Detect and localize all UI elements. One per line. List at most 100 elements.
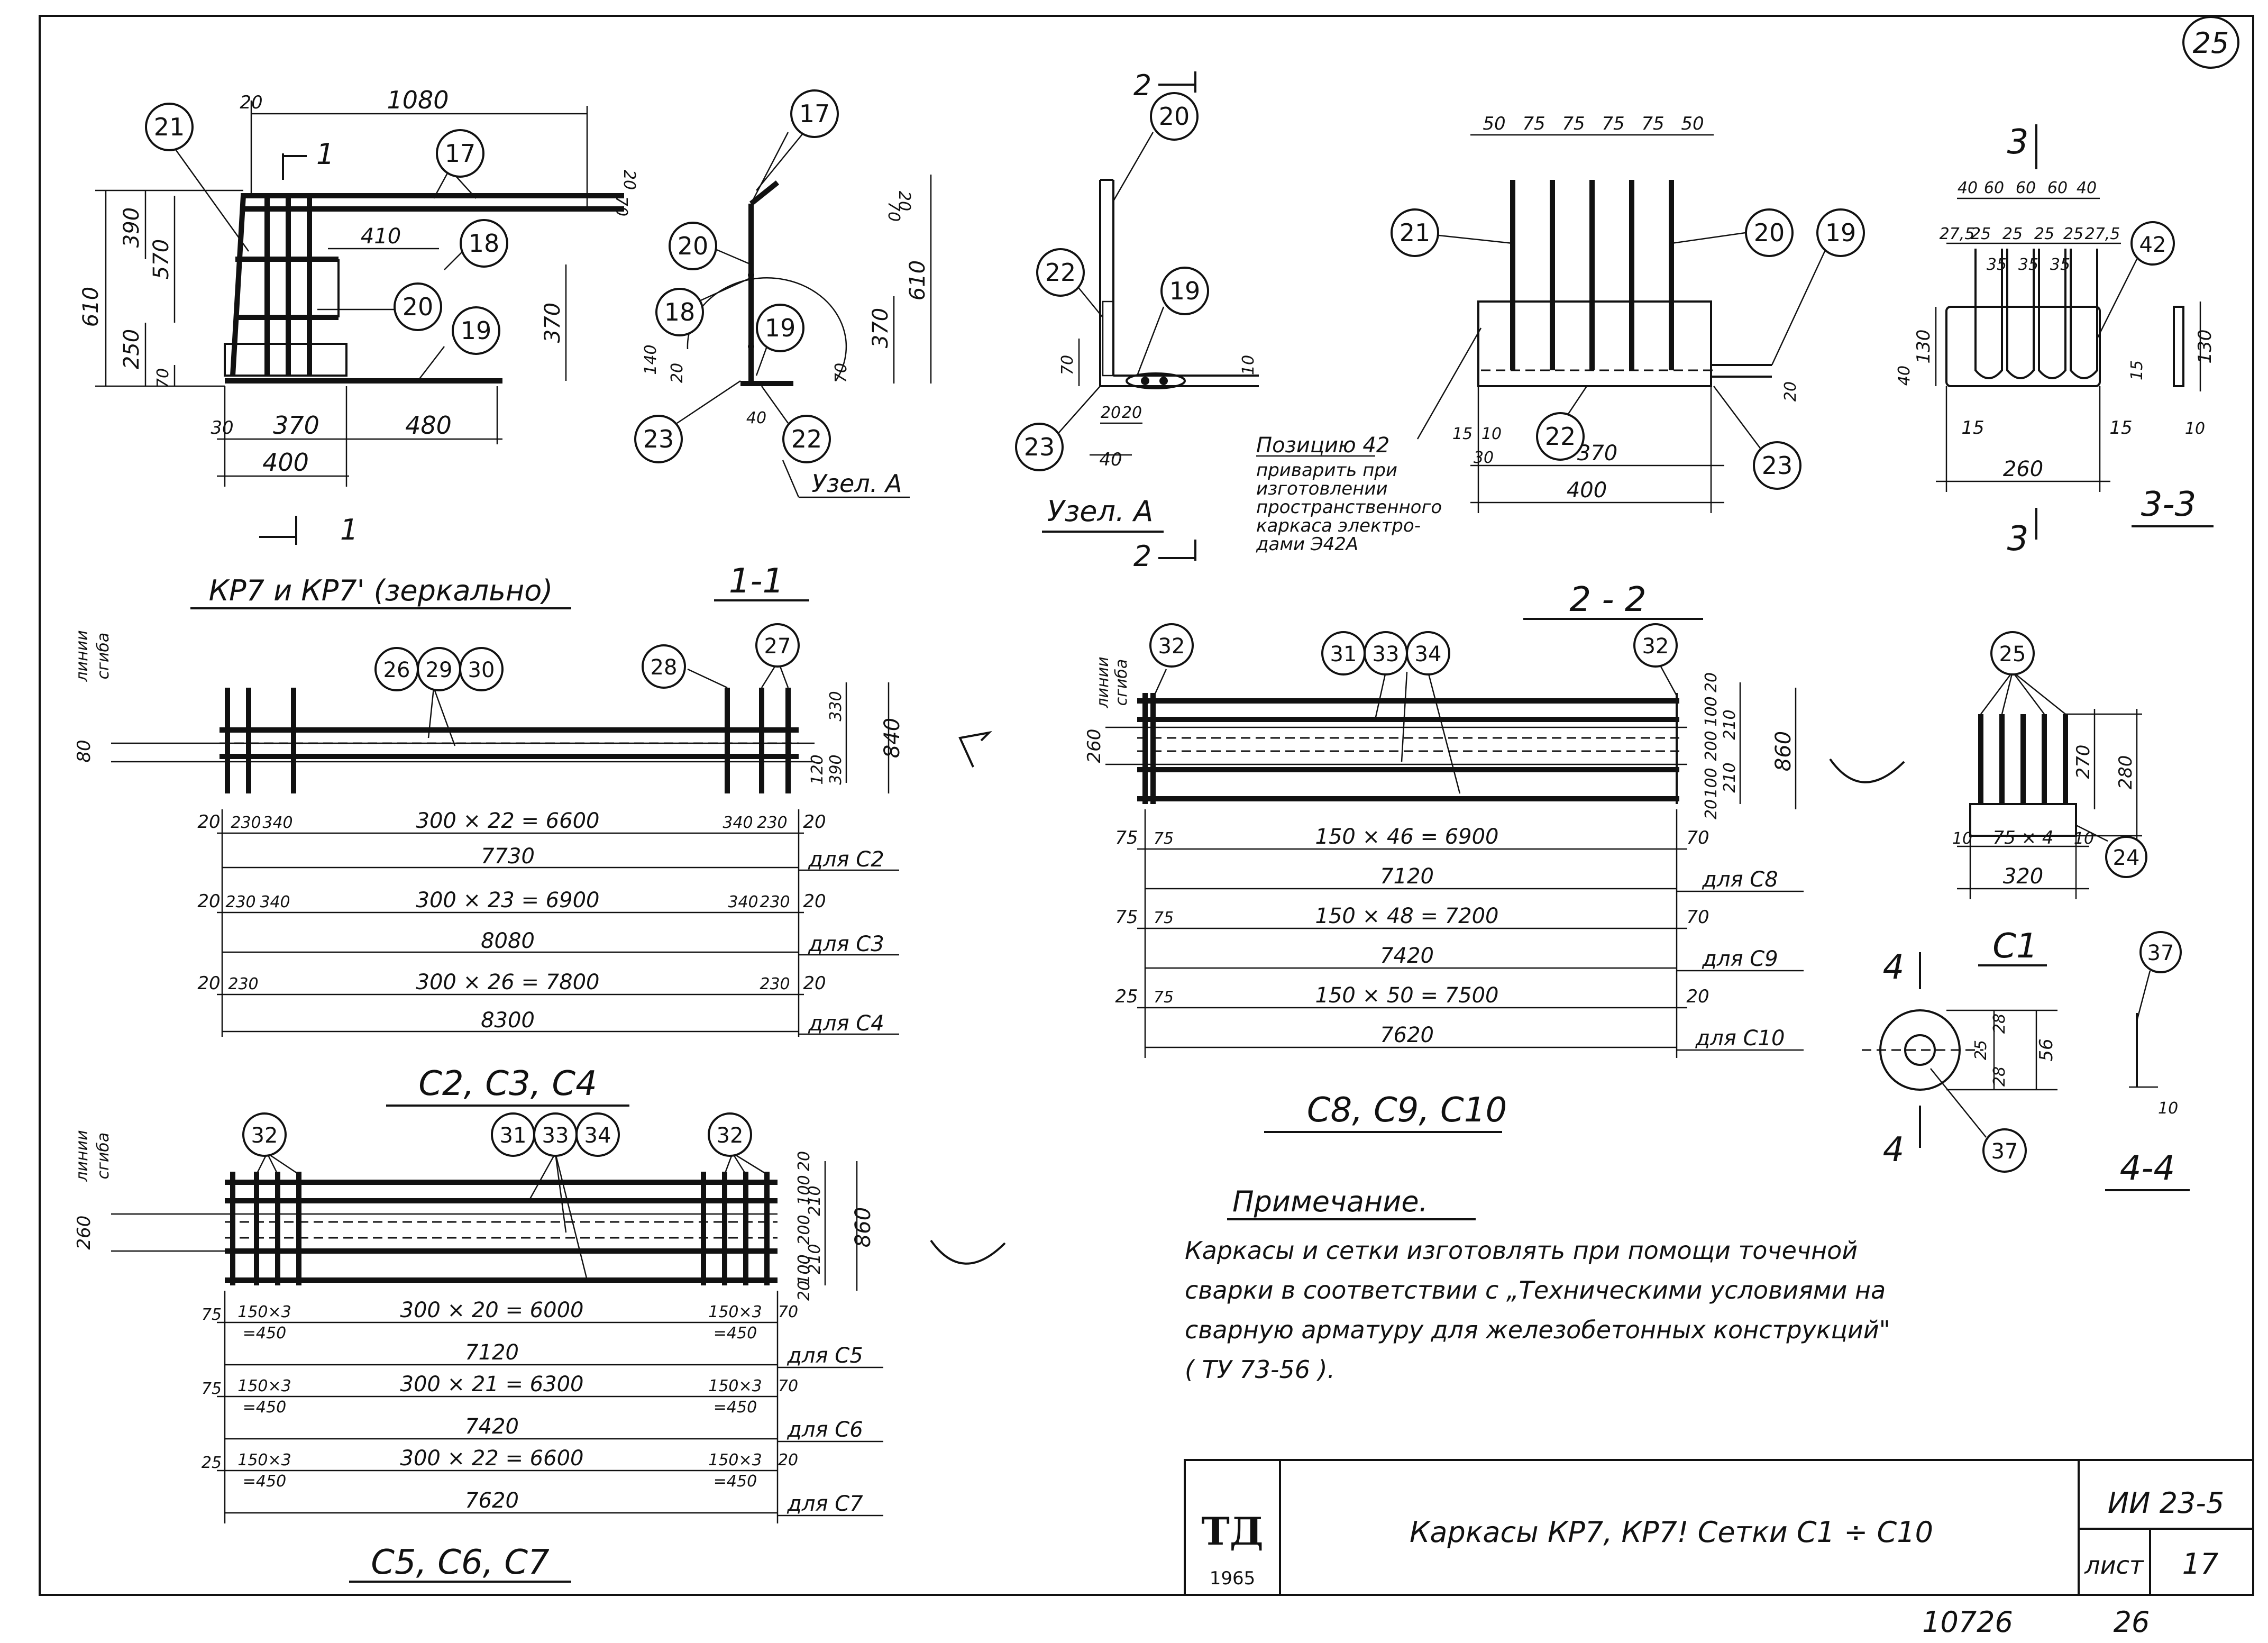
dim-860: 860 [851,1207,875,1247]
section-4-4-caption: 4-4 [2120,1149,2175,1188]
mesh-c8-c10: линии сгиба 260 20 100 200 210 100 210 2… [1084,623,1797,819]
note-line-4: каркаса электро- [1256,515,1421,536]
dim-390: 390 [827,754,845,784]
section-1-1-caption: 1-1 [729,562,784,601]
label-34: 34 [584,1124,611,1148]
dim-260: 260 [2003,457,2043,481]
dim-100b: 100 [795,1254,813,1284]
dim-210b: 210 [1721,762,1739,792]
dim-70: 70 [884,202,903,222]
dim-320: 320 [2003,864,2043,889]
dim-75x4: 75 × 4 [1993,827,2054,848]
dim-1080: 1080 [387,86,449,114]
dim-15c: 15 [2109,417,2132,439]
section-4-4: 10 37 [2129,931,2182,1118]
label-22: 22 [791,425,822,453]
c8-total: 7120 [1380,864,1434,889]
c3-right: 20 [803,891,826,912]
dim-70: 70 [1058,355,1077,375]
c6-a1: 150×3 [237,1377,291,1395]
dim-28b: 28 [1990,1066,2009,1087]
bend-line-label-2: сгиба [94,1133,113,1180]
label-27: 27 [764,634,791,659]
corner-number-text: 25 [2193,26,2229,60]
c2-a: 230 [231,814,261,832]
section-2-2-top: 50 75 75 75 75 50 20 15 10 30 370 400 21… [1256,113,1865,555]
note-line-2: изготовлении [1256,478,1388,499]
c2c4-dim-rows: 20 230 340 300 × 22 = 6600 340 230 20 77… [197,809,899,1037]
section-mark-3-top: 3 [2007,123,2029,162]
c7-a1: 150×3 [237,1451,291,1469]
c5c7-dim-rows: 75 150×3 =450 300 × 20 = 6000 150×3 =450… [202,1291,883,1523]
dim-400: 400 [262,448,309,477]
c2-right: 20 [803,811,826,833]
dim-400: 400 [1567,478,1607,503]
c10-for: для С10 [1695,1026,1785,1051]
c3-c: 340 [728,893,758,911]
dim-10: 10 [2158,1099,2178,1118]
dim-610: 610 [79,287,103,327]
label-33: 33 [1373,642,1400,667]
c5-a1: 150×3 [237,1303,291,1321]
dim-20b: 20 [1122,404,1142,422]
c2-d: 230 [757,814,787,832]
kp7-view: 1080 20 610 390 570 250 70 410 370 20 70… [79,86,638,546]
dim-mid-27-5b: 27,5 [2085,225,2120,243]
c6-b2: =450 [714,1398,757,1417]
c5-b1: 150×3 [708,1303,762,1321]
sheet-label: лист [2084,1551,2144,1580]
note-line-5: дами Э42А [1256,534,1358,555]
dim-56: 56 [2036,1038,2057,1061]
dim-200: 200 [1702,731,1721,761]
dim-70b: 70 [612,196,630,216]
c5-right: 70 [778,1303,798,1321]
c4-right: 20 [803,973,826,994]
label-26: 26 [383,658,410,682]
dim-15a: 15 [2128,360,2146,380]
section-3-3-caption: 3-3 [2141,485,2197,524]
node-a-caption: Узел. А [1047,495,1154,528]
dim-370: 370 [541,303,565,343]
dim-mid-25b: 25 [2002,225,2023,243]
section-mark-1-top: 1 [316,138,334,171]
label-25: 25 [1999,642,2026,667]
c2-mid: 300 × 22 = 6600 [416,809,600,833]
c7-for: для С7 [787,1492,863,1516]
bend-line-label-1: линии [1094,656,1112,708]
section-mark-4-top: 4 [1883,948,1905,987]
c2-for: для С2 [808,847,884,872]
c8-for: для С8 [1702,868,1778,892]
dim-top-75a: 75 [1522,113,1545,134]
c5-c7-caption: С5, С6, С7 [371,1543,550,1582]
dim-840: 840 [880,718,904,758]
c3-a: 230 [225,893,255,911]
dim-260: 260 [1084,729,1105,763]
label-20: 20 [1754,218,1785,247]
dim-top-75d: 75 [1641,113,1664,134]
label-28: 28 [651,655,678,680]
c9-mid: 150 × 48 = 7200 [1315,904,1499,928]
dim-35c: 35 [2050,255,2070,274]
c9-left: 75 [1115,907,1138,928]
node-a: 70 20 20 40 10 20 22 19 23 2 2 [1015,69,1259,573]
label-23: 23 [643,425,674,453]
dim-20a: 20 [795,1151,813,1171]
label-22: 22 [1045,258,1076,287]
label-17: 17 [445,139,476,168]
dim-top-50b: 50 [1681,113,1704,134]
dim-35a: 35 [1987,255,2007,274]
section-pos-25: 270 280 10 75 × 4 10 320 25 24 [1952,631,2147,899]
note-line-1: Каркасы и сетки изготовлять при помощи т… [1185,1236,1858,1265]
dim-10: 10 [1481,425,1502,443]
bend-symbol-2 [1829,758,1905,783]
dim-mid-25a: 25 [1971,225,1991,243]
label-18: 18 [664,298,696,326]
c8-right: 70 [1686,827,1709,848]
label-37: 37 [1991,1139,2018,1164]
dim-top-60a: 60 [1984,179,2004,197]
note-block: Примечание. Каркасы и сетки изготовлять … [1185,1185,1890,1384]
dim-100a: 100 [1702,696,1721,726]
label-33: 33 [542,1124,569,1148]
dim-25: 25 [1972,1040,1990,1060]
